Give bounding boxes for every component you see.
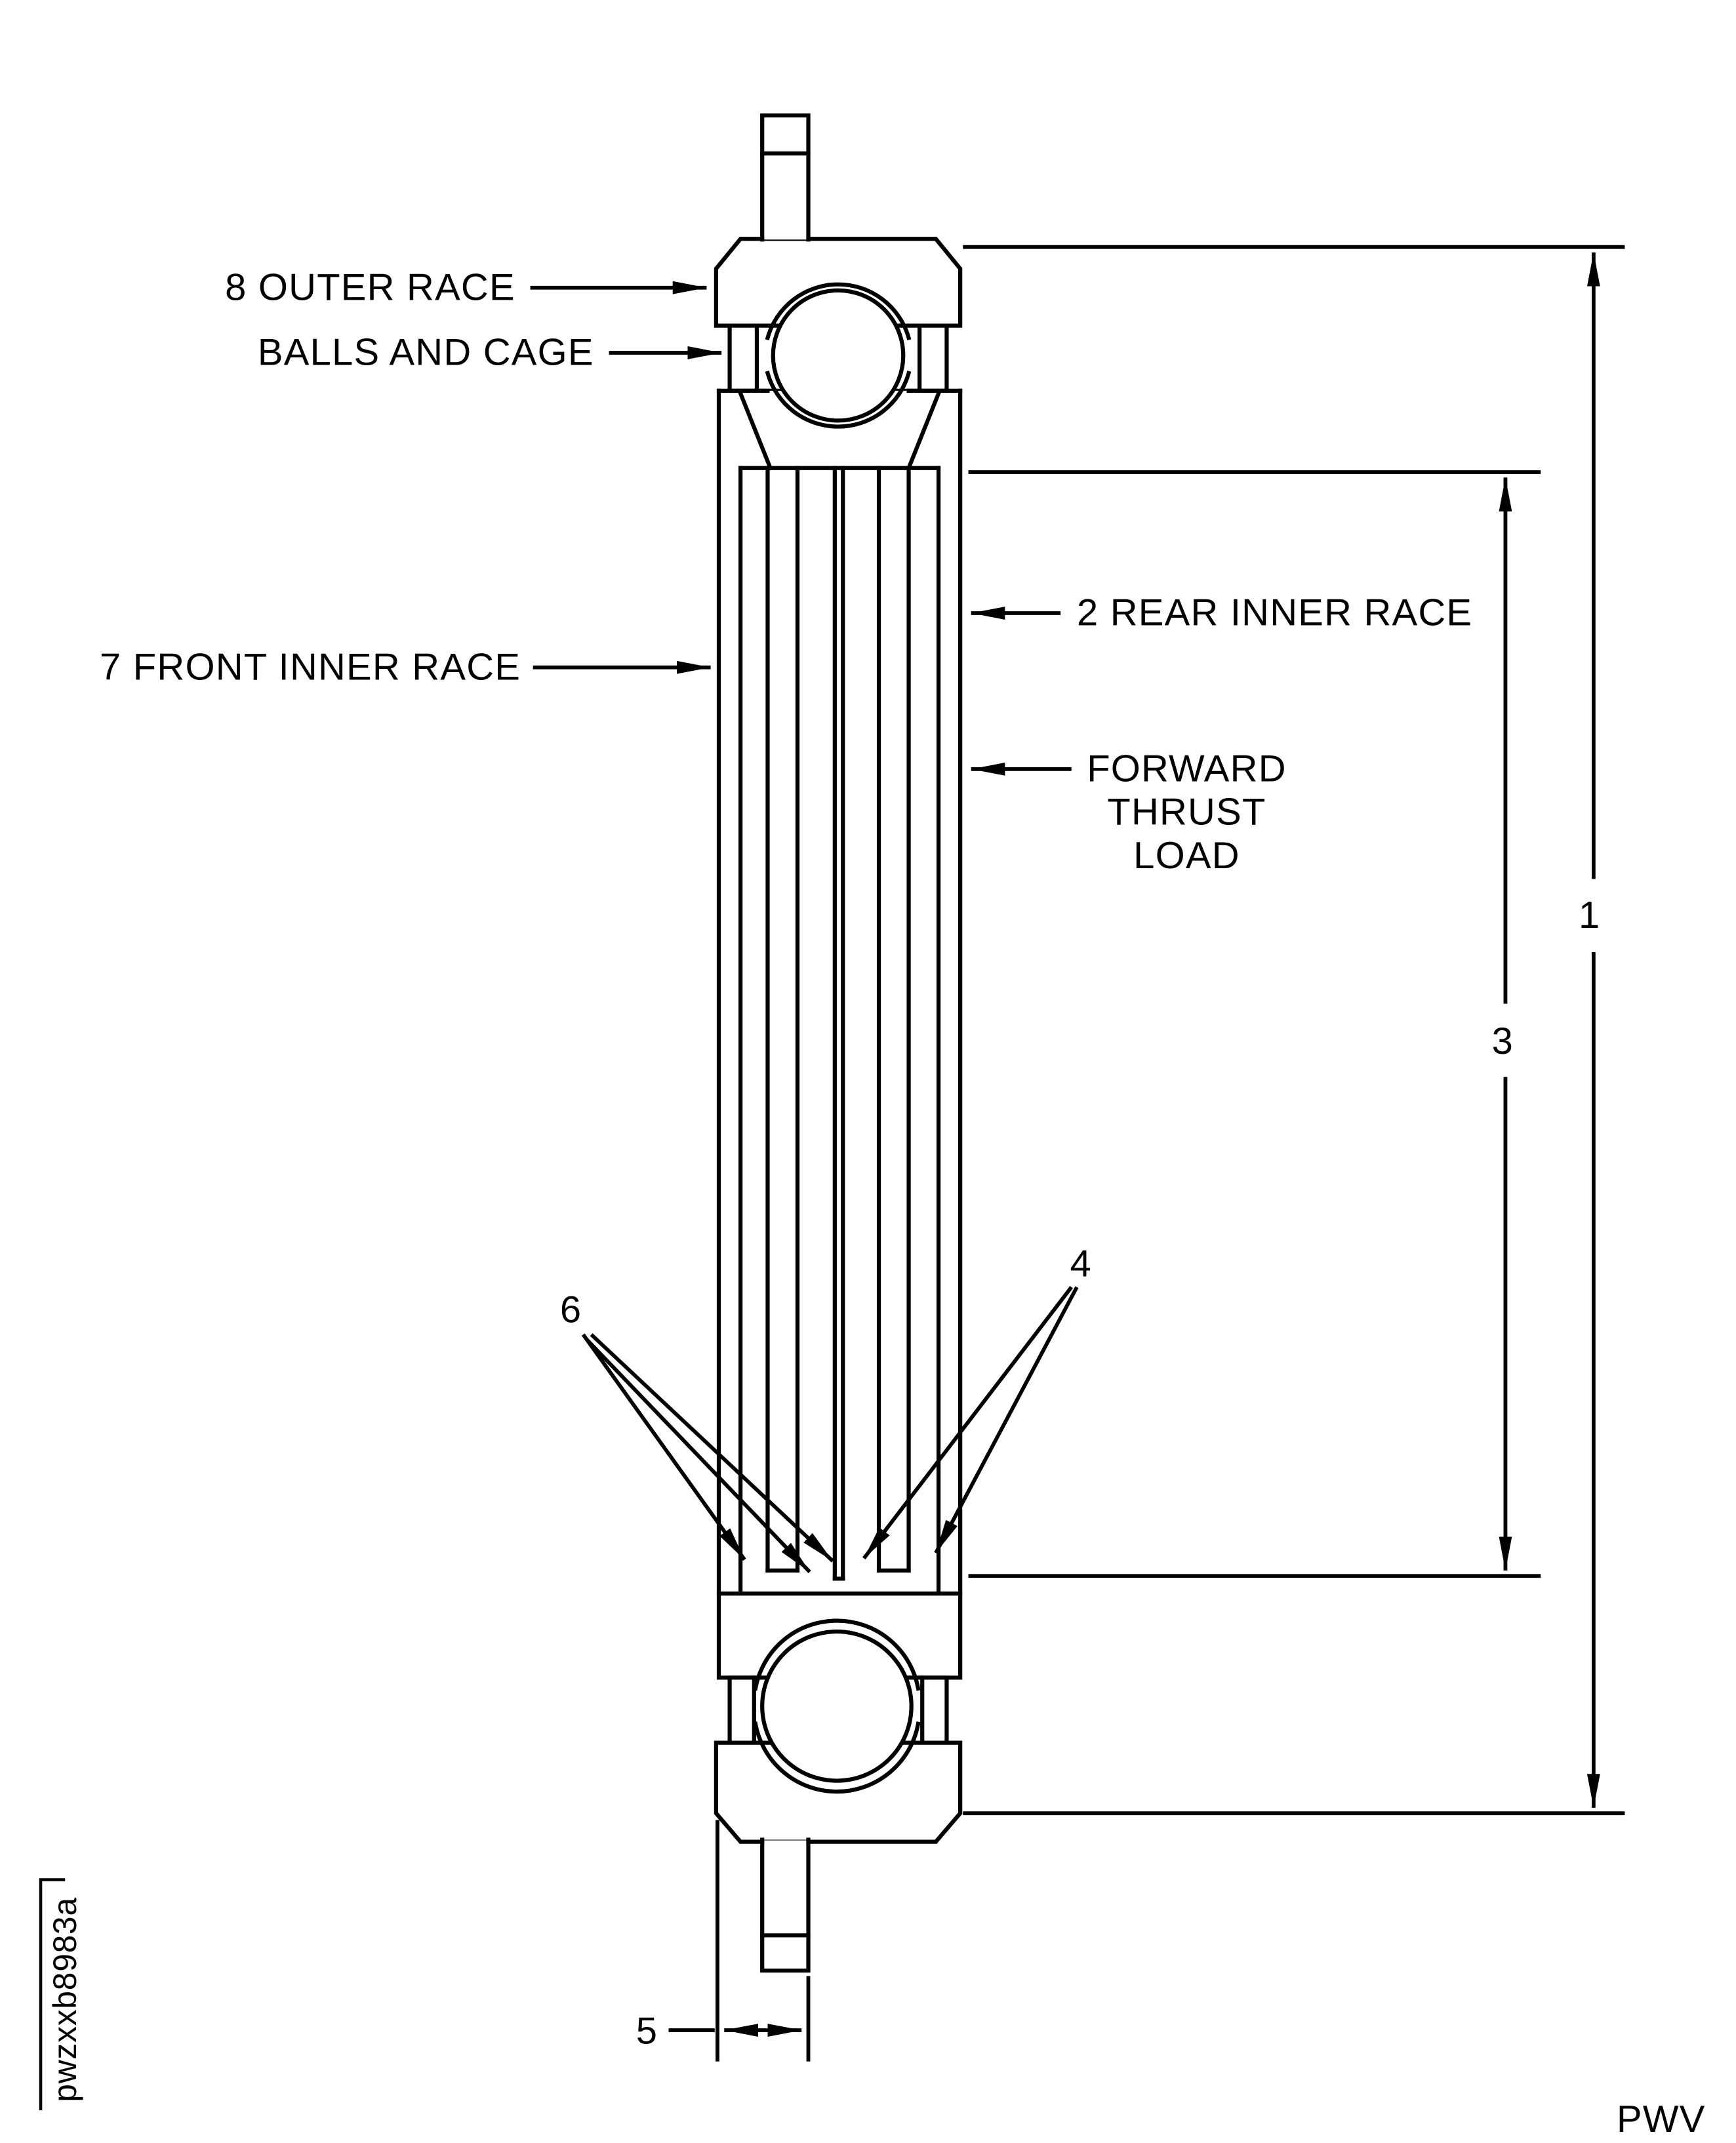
top-ball bbox=[771, 288, 906, 423]
bearing-body bbox=[716, 388, 963, 1596]
label-forward: FORWARD bbox=[1087, 748, 1287, 790]
leader-callout6-a bbox=[581, 1333, 746, 1561]
leader-callout4-b bbox=[934, 1286, 1079, 1554]
label-outer-race: 8 OUTER RACE bbox=[225, 266, 515, 308]
label-rear-inner-race: 2 REAR INNER RACE bbox=[1077, 592, 1472, 634]
leader-callout4-a bbox=[862, 1286, 1073, 1560]
dim-label-1: 1 bbox=[1579, 894, 1600, 936]
top-shaft-stub bbox=[760, 113, 811, 242]
dimension-lines bbox=[668, 245, 1625, 2062]
top-ball-groove-upper bbox=[765, 282, 912, 341]
leader-arrows bbox=[530, 281, 1079, 1574]
label-balls-and-cage: BALLS AND CAGE bbox=[258, 332, 594, 374]
callout-label-6: 6 bbox=[560, 1289, 582, 1331]
top-outer-race-shape bbox=[714, 237, 963, 328]
top-ball-groove-lower bbox=[765, 371, 912, 429]
dim-label-3: 3 bbox=[1492, 1020, 1514, 1062]
bottom-shaft-stub bbox=[760, 1837, 811, 1973]
bottom-ball-groove-upper bbox=[753, 1618, 921, 1691]
bottom-ball-groove-lower bbox=[753, 1721, 921, 1794]
funnel-left bbox=[738, 390, 773, 471]
dim-label-5: 5 bbox=[636, 2011, 658, 2053]
label-thrust: THRUST bbox=[1107, 791, 1266, 833]
footer-code: PWV bbox=[1617, 2098, 1706, 2140]
bottom-shaft-stub-fill bbox=[764, 1840, 807, 1969]
leader-callout6-b bbox=[584, 1337, 811, 1574]
leader-callout6-c bbox=[590, 1333, 834, 1563]
label-front-inner-race: 7 FRONT INNER RACE bbox=[100, 646, 521, 688]
label-load: LOAD bbox=[1133, 835, 1240, 877]
part-outline bbox=[714, 112, 963, 1973]
labels: 8 OUTER RACE BALLS AND CAGE 7 FRONT INNE… bbox=[47, 266, 1706, 2140]
figure-code-bracket bbox=[39, 1878, 66, 2111]
figure-code: pwzxxb8983a bbox=[47, 1897, 83, 2102]
bottom-ball bbox=[760, 1629, 914, 1783]
top-shaft-stub-fill bbox=[764, 112, 807, 240]
funnel-right bbox=[906, 390, 942, 471]
callout-label-4: 4 bbox=[1070, 1243, 1091, 1285]
